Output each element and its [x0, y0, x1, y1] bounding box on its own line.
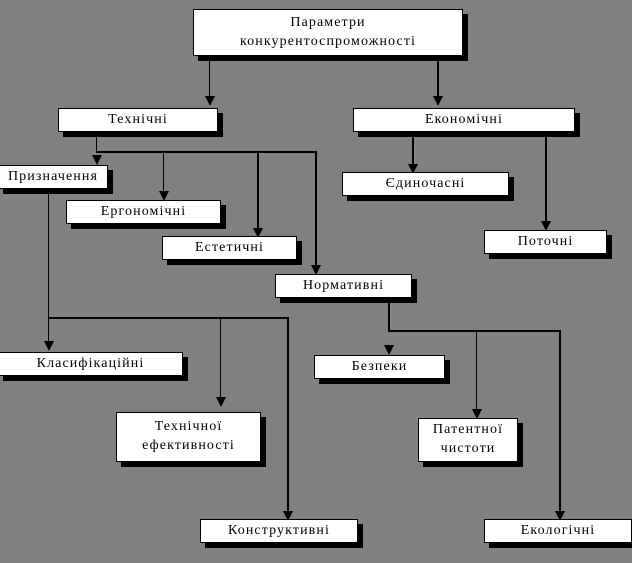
edge-technical-ergonomic-arrowhead — [159, 191, 169, 201]
edge-normative-ecological-vertical — [559, 330, 561, 515]
node-tech-efficiency-label-line2: ефективності — [142, 438, 235, 453]
node-economic-label: Економічні — [424, 112, 504, 128]
edge-purpose-constructive-vertical — [287, 317, 289, 515]
edge-normative-patentpurity-arrowhead — [472, 409, 482, 419]
node-tech-efficiency[interactable]: Технічної ефективності — [116, 412, 261, 462]
edge-root-technical-vertical — [209, 54, 210, 99]
node-one-time-label: Єдиночасні — [385, 176, 466, 192]
edge-technical-purpose-arrowhead — [92, 155, 102, 165]
edge-technical-ergonomic-vertical — [163, 151, 164, 195]
edge-root-economic-vertical — [437, 54, 439, 99]
node-ecological[interactable]: Екологічні — [484, 519, 632, 543]
edge-purpose-techefficiency-arrowhead — [216, 397, 226, 407]
edge-technical-normative-arrowhead — [311, 265, 321, 275]
node-root-label-line2: конкурентоспроможності — [239, 33, 417, 49]
node-patent-purity-label-line1: Патентної — [432, 422, 504, 438]
edge-technical-bus — [96, 151, 317, 153]
node-root-label-line1: Параметри — [290, 14, 366, 30]
edge-normative-safety-arrowhead — [384, 345, 394, 355]
node-ergonomic-label: Ергономічні — [100, 204, 187, 220]
node-one-time[interactable]: Єдиночасні — [342, 172, 509, 196]
node-constructive[interactable]: Конструктивні — [200, 519, 358, 543]
edge-technical-aesthetic-arrowhead — [253, 228, 263, 238]
node-root[interactable]: Параметри конкурентоспроможності — [193, 9, 463, 56]
node-tech-efficiency-label-line1: Технічної — [154, 419, 223, 435]
node-classification-label: Класифікаційні — [36, 356, 145, 372]
node-normative-label: Нормативні — [302, 278, 385, 294]
node-safety-label: Безпеки — [351, 359, 408, 375]
edge-economic-current-arrowhead — [541, 221, 551, 231]
node-technical[interactable]: Технічні — [58, 108, 218, 132]
edge-normative-bus — [388, 330, 561, 332]
node-purpose[interactable]: Призначення — [0, 165, 108, 189]
node-classification[interactable]: Класифікаційні — [0, 352, 183, 376]
edge-normative-ecological-arrowhead — [555, 511, 565, 521]
edge-purpose-bus — [48, 317, 288, 319]
edge-normative-stem — [388, 299, 390, 332]
edge-economic-onetime-vertical — [412, 131, 414, 168]
node-aesthetic[interactable]: Естетичні — [162, 236, 297, 260]
node-purpose-label: Призначення — [7, 169, 99, 185]
edge-purpose-classification-arrowhead — [44, 341, 54, 351]
node-current[interactable]: Поточні — [484, 230, 607, 254]
edge-root-economic-arrowhead — [433, 96, 443, 106]
node-ergonomic[interactable]: Ергономічні — [66, 200, 221, 224]
node-technical-label: Технічні — [108, 112, 168, 128]
node-economic[interactable]: Економічні — [353, 108, 575, 132]
node-aesthetic-label: Естетичні — [194, 240, 265, 256]
node-normative[interactable]: Нормативні — [275, 274, 412, 298]
edge-economic-current-vertical — [545, 131, 547, 224]
edge-purpose-constructive-arrowhead — [283, 511, 293, 521]
edge-technical-aesthetic-vertical — [257, 151, 259, 232]
edge-root-technical-arrowhead — [205, 96, 215, 106]
edge-purpose-stem — [48, 194, 49, 319]
node-patent-purity[interactable]: Патентної чистоти — [418, 418, 518, 462]
edge-normative-patentpurity-vertical — [476, 330, 477, 413]
edge-technical-normative-vertical — [315, 151, 317, 269]
node-safety[interactable]: Безпеки — [314, 355, 445, 379]
node-ecological-label: Екологічні — [520, 523, 596, 539]
node-patent-purity-label-line2: чистоти — [440, 441, 496, 456]
edge-technical-stem — [96, 131, 97, 153]
node-constructive-label: Конструктивні — [228, 523, 330, 539]
edge-purpose-classification-vertical — [48, 317, 49, 345]
edge-purpose-techefficiency-vertical — [220, 317, 221, 401]
node-current-label: Поточні — [517, 234, 574, 250]
edge-economic-onetime-arrowhead — [408, 164, 418, 174]
